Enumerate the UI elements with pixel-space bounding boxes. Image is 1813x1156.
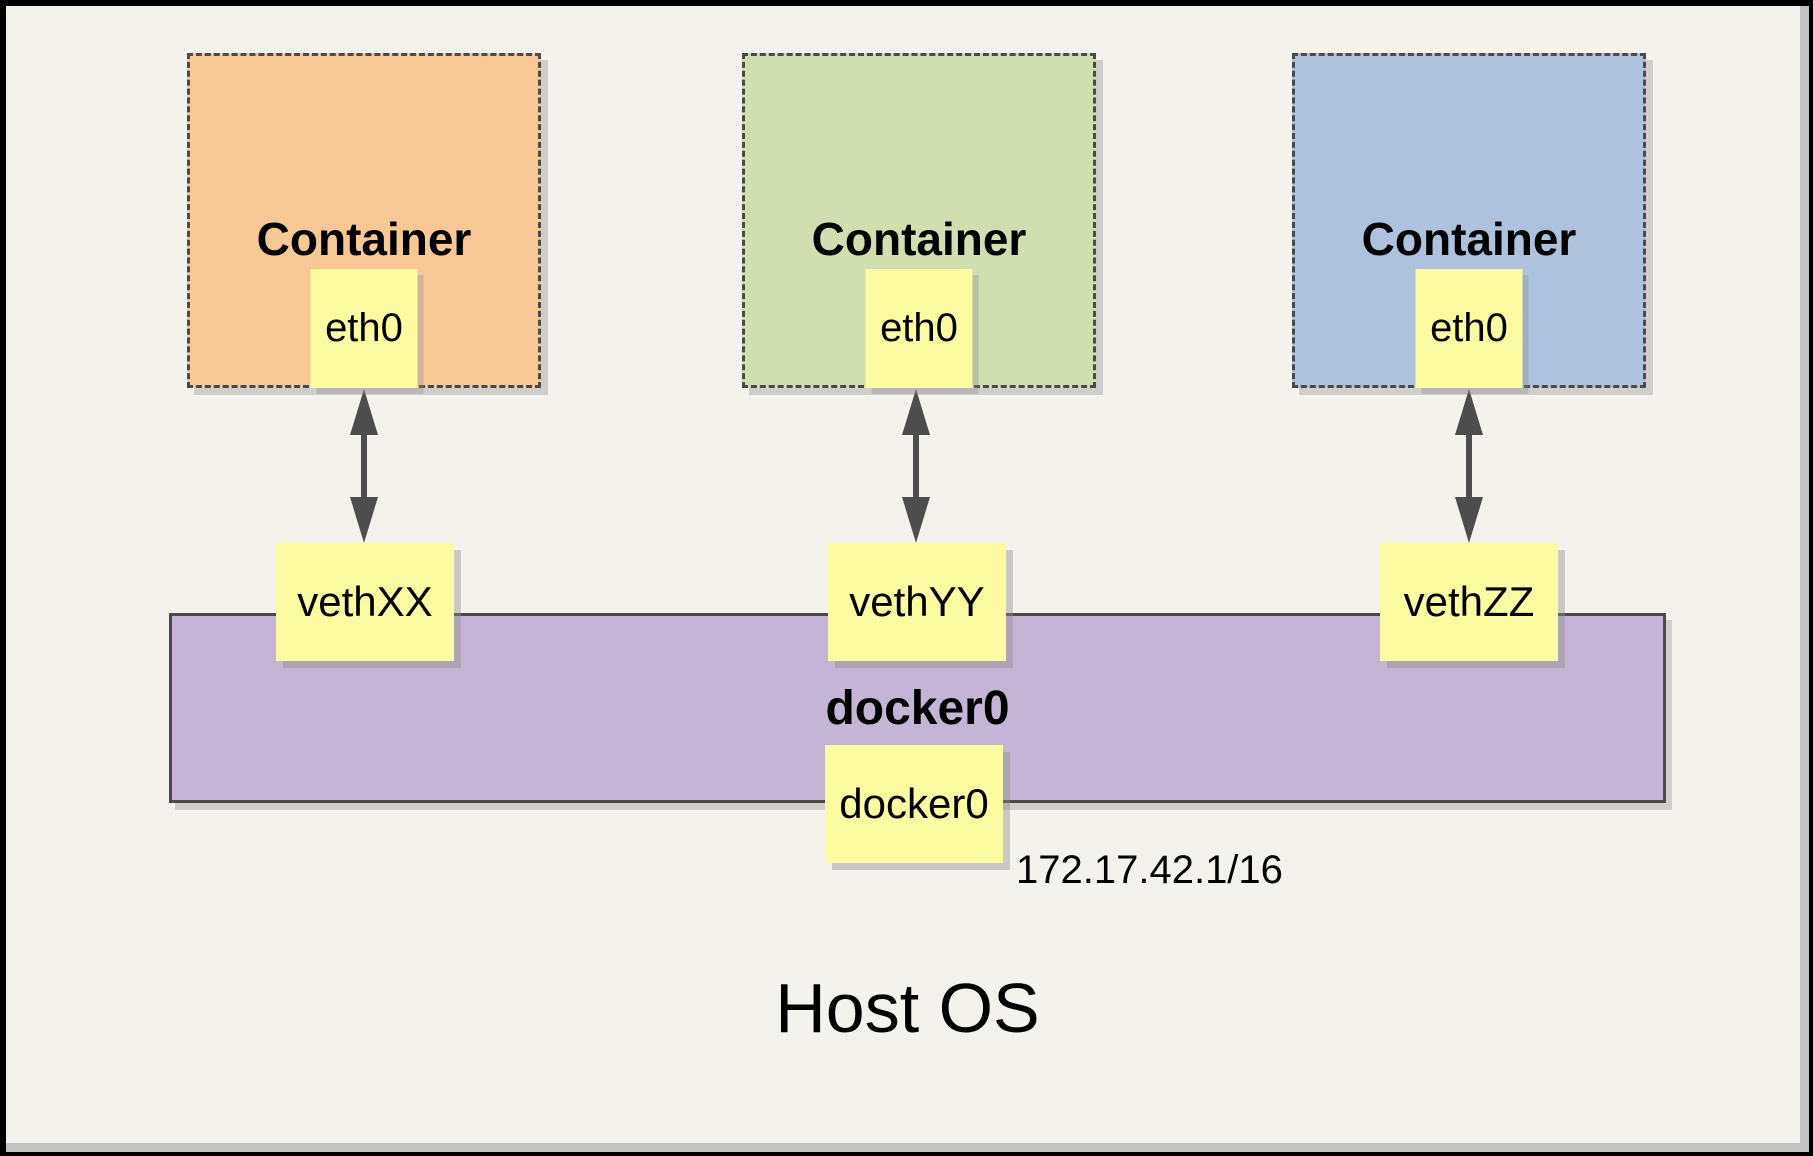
eth0-box: eth0: [310, 269, 418, 388]
container-title: Container: [811, 213, 1027, 265]
bidirectional-arrow-icon: [346, 389, 382, 543]
container-title: Container: [256, 213, 472, 265]
docker0-interface-box: docker0: [825, 745, 1003, 863]
host-os-label: Host OS: [775, 969, 1040, 1047]
vethyy-box: vethYY: [828, 543, 1006, 661]
host-panel: Container eth0 Container eth0 Container …: [6, 6, 1809, 1152]
bidirectional-arrow-icon: [1451, 389, 1487, 543]
vethxx-box: vethXX: [276, 543, 454, 661]
container-box-3: Container eth0: [1292, 53, 1646, 388]
vethzz-box: vethZZ: [1380, 543, 1558, 661]
eth0-box: eth0: [1415, 269, 1523, 388]
bidirectional-arrow-icon: [898, 389, 934, 543]
container-box-2: Container eth0: [742, 53, 1096, 388]
diagram-canvas: Container eth0 Container eth0 Container …: [6, 6, 1809, 1152]
bridge-ip-label: 172.17.42.1/16: [1016, 848, 1283, 892]
docker0-bridge-label: docker0: [825, 681, 1010, 735]
eth0-box: eth0: [865, 269, 973, 388]
container-box-1: Container eth0: [187, 53, 541, 388]
container-title: Container: [1361, 213, 1577, 265]
